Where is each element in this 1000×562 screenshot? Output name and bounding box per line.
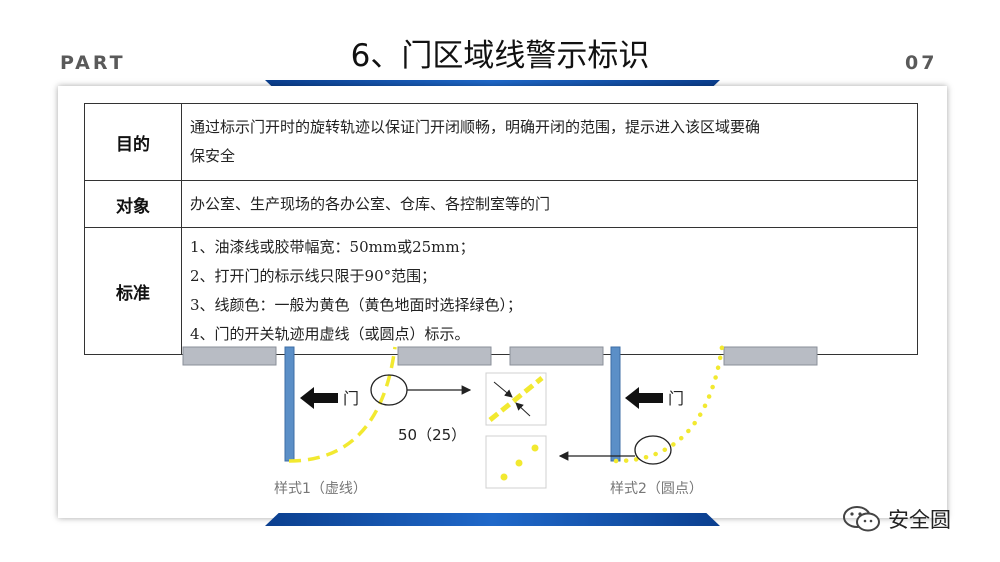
row-value-standard: 1、油漆线或胶带幅宽：50mm或25mm； 2、打开门的标示线只限于90°范围；… <box>181 227 918 355</box>
wall-segment <box>182 346 277 366</box>
door-label-1: 门 <box>343 389 359 408</box>
watermark: 安全圆 <box>842 504 951 534</box>
table-row: 对象 办公室、生产现场的各办公室、仓库、各控制室等的门 <box>84 180 918 228</box>
table-row: 目的 通过标示门开时的旋转轨迹以保证门开闭顺畅，明确开闭的范围，提示进入该区域要… <box>84 103 918 181</box>
row-text-line: 3、线颜色：一般为黄色（黄色地面时选择绿色）； <box>190 296 523 314</box>
width-label: 50（25） <box>398 426 466 444</box>
row-value-purpose: 通过标示门开时的旋转轨迹以保证门开闭顺畅，明确开闭的范围，提示进入该区域要确 保… <box>181 103 918 181</box>
detail-circle-2 <box>634 435 672 465</box>
style1-caption: 样式1（虚线） <box>274 481 367 497</box>
info-table: 目的 通过标示门开时的旋转轨迹以保证门开闭顺畅，明确开闭的范围，提示进入该区域要… <box>84 103 918 355</box>
row-text-line: 办公室、生产现场的各办公室、仓库、各控制室等的门 <box>190 194 551 213</box>
dashed-line-detail <box>488 376 544 422</box>
page-number: 07 <box>905 52 938 74</box>
wall-segment <box>397 346 492 366</box>
part-label: PART <box>60 52 126 74</box>
wechat-icon <box>843 506 880 532</box>
door-panel-2 <box>610 346 621 462</box>
door-panel-1 <box>284 346 295 462</box>
width-arrow-a <box>493 381 513 398</box>
door-label-2: 门 <box>668 389 684 408</box>
row-text-line: 保安全 <box>190 147 236 165</box>
arrow-left-icon <box>300 387 338 409</box>
wall-segment <box>723 346 818 366</box>
row-text-line: 1、油漆线或胶带幅宽：50mm或25mm； <box>190 238 475 256</box>
dot-mark <box>531 444 539 452</box>
row-head-object: 对象 <box>84 180 182 228</box>
row-text-line: 2、打开门的标示线只限于90°范围； <box>190 267 437 285</box>
width-arrow-b <box>515 402 531 417</box>
dotted-swing-arc <box>613 344 725 464</box>
table-row: 标准 1、油漆线或胶带幅宽：50mm或25mm； 2、打开门的标示线只限于90°… <box>84 227 918 355</box>
dashed-swing-arc <box>288 346 397 463</box>
dot-mark <box>515 459 523 467</box>
page-title: 6、门区域线警示标识 <box>350 38 650 74</box>
bottom-bar <box>265 513 720 526</box>
arrow-left-icon <box>625 387 663 409</box>
watermark-text: 安全圆 <box>888 508 951 532</box>
row-text-line: 通过标示门开时的旋转轨迹以保证门开闭顺畅，明确开闭的范围，提示进入该区域要确 <box>190 118 761 136</box>
row-text-line: 4、门的开关轨迹用虚线（或圆点）标示。 <box>190 325 470 343</box>
row-value-object: 办公室、生产现场的各办公室、仓库、各控制室等的门 <box>181 180 918 228</box>
style2-caption: 样式2（圆点） <box>610 481 703 497</box>
dot-mark <box>500 473 508 481</box>
wall-segment <box>509 346 604 366</box>
